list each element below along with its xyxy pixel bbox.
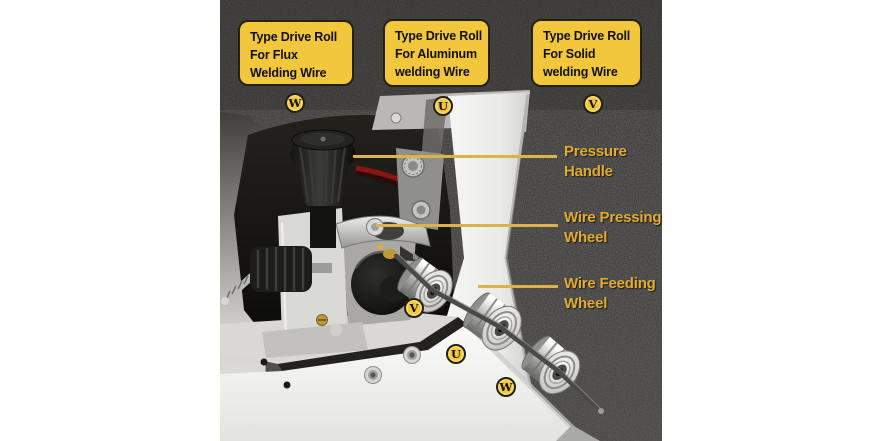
roll-marker-badge-w: W: [496, 377, 516, 397]
callout-line-pressure-handle: [353, 155, 557, 158]
box-line: For Flux: [250, 48, 298, 62]
box-line: For Solid: [543, 47, 596, 61]
roll-marker-badge-v: V: [404, 298, 424, 318]
roll-type-badge-u: U: [433, 96, 453, 116]
label-wire-pressing-wheel: Wire Pressing Wheel: [564, 209, 662, 246]
box-line: Type Drive Roll: [543, 29, 631, 43]
callout-line-wire-pressing-wheel: [376, 224, 558, 227]
roll-type-badge-v: V: [583, 94, 603, 114]
box-line: Type Drive Roll: [250, 30, 338, 44]
drive-roll-box-aluminum: Type Drive Roll For Aluminum welding Wir…: [383, 19, 490, 87]
roll-type-badge-w: W: [285, 93, 305, 113]
box-line: Type Drive Roll: [395, 29, 483, 43]
box-line: welding Wire: [543, 65, 618, 79]
callout-line-wire-feeding-wheel: [478, 285, 558, 288]
label-wire-feeding-wheel: Wire Feeding Wheel: [564, 275, 656, 312]
drive-roll-box-solid: Type Drive Roll For Solid welding Wire: [531, 19, 642, 87]
box-line: For Aluminum: [395, 47, 477, 61]
roll-marker-badge-u: U: [446, 344, 466, 364]
box-line: welding Wire: [395, 65, 470, 79]
box-line: Welding Wire: [250, 66, 327, 80]
drive-roll-box-flux: Type Drive Roll For Flux Welding Wire: [238, 20, 354, 86]
label-pressure-handle: Pressure Handle: [564, 143, 627, 180]
